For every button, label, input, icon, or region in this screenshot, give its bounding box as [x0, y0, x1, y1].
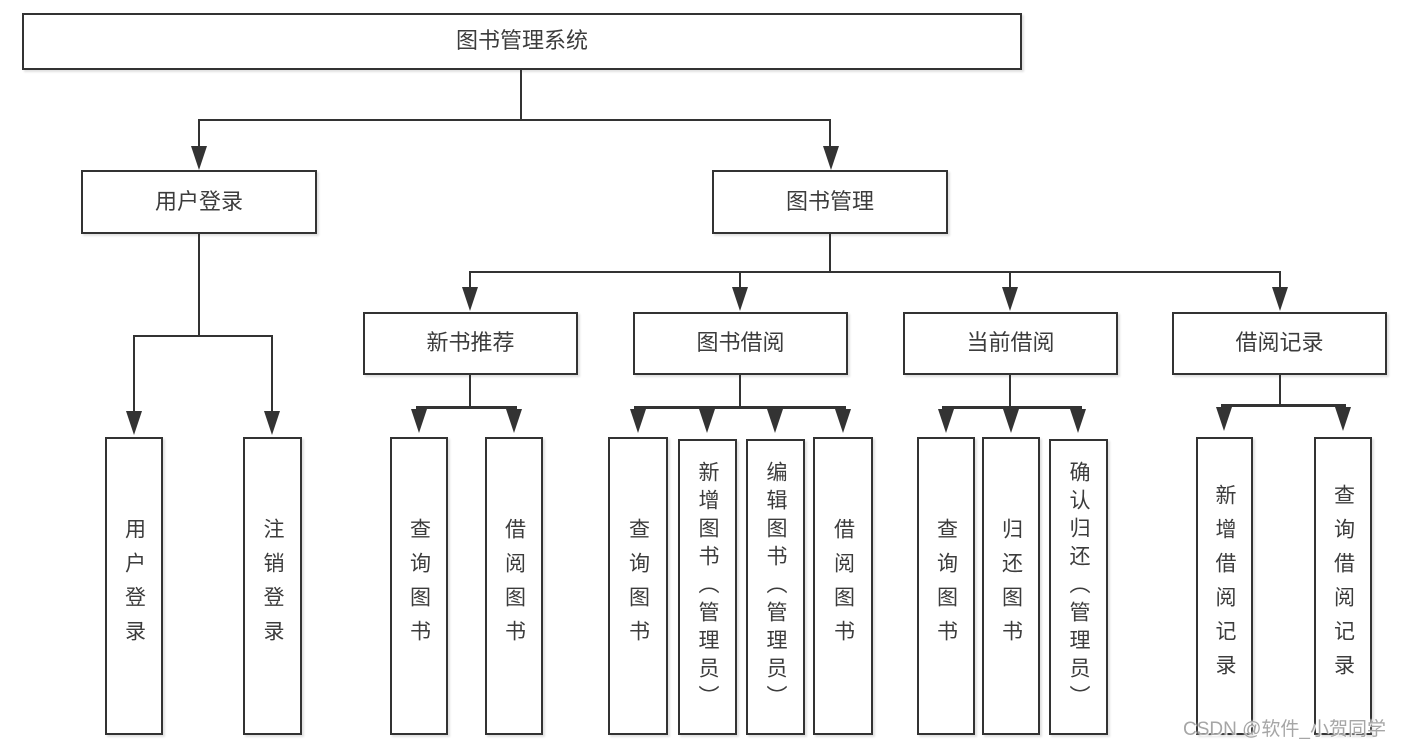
- connector-line: [739, 271, 741, 289]
- leaf-query-books-current: 查询图书: [917, 437, 975, 735]
- leaf-confirm-return-admin-label: 确认归还（管理员）: [1067, 461, 1091, 713]
- node-user-login: 用户登录: [81, 170, 317, 234]
- connector-line: [416, 406, 517, 409]
- arrow-down-icon: [1216, 407, 1232, 431]
- arrow-down-icon: [1002, 287, 1018, 311]
- leaf-user-login: 用户登录: [105, 437, 163, 735]
- connector-line: [271, 335, 273, 412]
- leaf-return-books: 归还图书: [982, 437, 1040, 735]
- connector-line: [1009, 375, 1011, 408]
- leaf-borrow-books-recommend-label: 借阅图书: [502, 518, 526, 654]
- connector-line: [1279, 271, 1281, 289]
- leaf-add-borrow-record: 新增借阅记录: [1196, 437, 1253, 735]
- arrow-down-icon: [126, 411, 142, 435]
- leaf-query-borrow-record-label: 查询借阅记录: [1331, 484, 1355, 688]
- node-new-book-recommend-label: 新书推荐: [426, 330, 515, 356]
- connector-line: [469, 271, 471, 289]
- connector-line: [1009, 271, 1011, 289]
- arrow-down-icon: [1070, 409, 1086, 433]
- connector-line: [739, 375, 741, 408]
- connector-line: [469, 375, 471, 408]
- leaf-query-books-borrowing-label: 查询图书: [626, 518, 650, 654]
- node-user-login-label: 用户登录: [154, 188, 243, 214]
- node-current-borrowing: 当前借阅: [903, 312, 1118, 375]
- arrow-down-icon: [506, 409, 522, 433]
- leaf-borrow-books-borrowing: 借阅图书: [813, 437, 873, 735]
- leaf-query-books-recommend-label: 查询图书: [407, 518, 431, 654]
- leaf-query-books-borrowing: 查询图书: [608, 437, 668, 735]
- arrow-down-icon: [191, 146, 207, 170]
- leaf-edit-books-admin-label: 编辑图书（管理员）: [764, 461, 788, 713]
- connector-line: [634, 406, 846, 409]
- node-library-system-label: 图书管理系统: [455, 28, 588, 54]
- connector-line: [829, 234, 831, 272]
- arrow-down-icon: [767, 409, 783, 433]
- connector-line: [198, 119, 831, 121]
- arrow-down-icon: [1335, 407, 1351, 431]
- leaf-borrow-books-borrowing-label: 借阅图书: [831, 518, 855, 654]
- arrow-down-icon: [264, 411, 280, 435]
- connector-line: [1221, 404, 1346, 407]
- arrow-down-icon: [411, 409, 427, 433]
- node-current-borrowing-label: 当前借阅: [966, 330, 1055, 356]
- arrow-down-icon: [835, 409, 851, 433]
- leaf-logout-label: 注销登录: [261, 518, 285, 654]
- arrow-down-icon: [462, 287, 478, 311]
- connector-line: [942, 406, 1082, 409]
- connector-line: [829, 119, 831, 149]
- connector-line: [133, 335, 273, 337]
- node-book-borrowing: 图书借阅: [633, 312, 848, 375]
- leaf-edit-books-admin: 编辑图书（管理员）: [746, 439, 805, 735]
- leaf-borrow-books-recommend: 借阅图书: [485, 437, 543, 735]
- connector-line: [133, 335, 135, 412]
- node-borrowing-records: 借阅记录: [1172, 312, 1387, 375]
- leaf-logout: 注销登录: [243, 437, 302, 735]
- leaf-return-books-label: 归还图书: [999, 518, 1023, 654]
- arrow-down-icon: [1272, 287, 1288, 311]
- connector-line: [520, 70, 522, 120]
- leaf-add-books-admin-label: 新增图书（管理员）: [696, 461, 720, 713]
- node-book-management-label: 图书管理: [785, 188, 874, 214]
- node-new-book-recommend: 新书推荐: [363, 312, 578, 375]
- connector-line: [469, 271, 1281, 273]
- arrow-down-icon: [938, 409, 954, 433]
- arrow-down-icon: [630, 409, 646, 433]
- arrow-down-icon: [823, 146, 839, 170]
- node-book-management: 图书管理: [712, 170, 948, 234]
- connector-line: [198, 234, 200, 337]
- connector-line: [1279, 375, 1281, 406]
- node-library-system: 图书管理系统: [22, 13, 1022, 70]
- leaf-user-login-label: 用户登录: [122, 518, 146, 654]
- leaf-query-books-recommend: 查询图书: [390, 437, 448, 735]
- arrow-down-icon: [1003, 409, 1019, 433]
- node-borrowing-records-label: 借阅记录: [1235, 330, 1324, 356]
- connector-line: [198, 119, 200, 149]
- leaf-query-borrow-record: 查询借阅记录: [1314, 437, 1372, 735]
- arrow-down-icon: [732, 287, 748, 311]
- leaf-confirm-return-admin: 确认归还（管理员）: [1049, 439, 1108, 735]
- leaf-query-books-current-label: 查询图书: [934, 518, 958, 654]
- leaf-add-books-admin: 新增图书（管理员）: [678, 439, 737, 735]
- arrow-down-icon: [699, 409, 715, 433]
- node-book-borrowing-label: 图书借阅: [696, 330, 785, 356]
- csdn-watermark: CSDN @软件_小贺同学: [1183, 719, 1386, 740]
- leaf-add-borrow-record-label: 新增借阅记录: [1213, 484, 1237, 688]
